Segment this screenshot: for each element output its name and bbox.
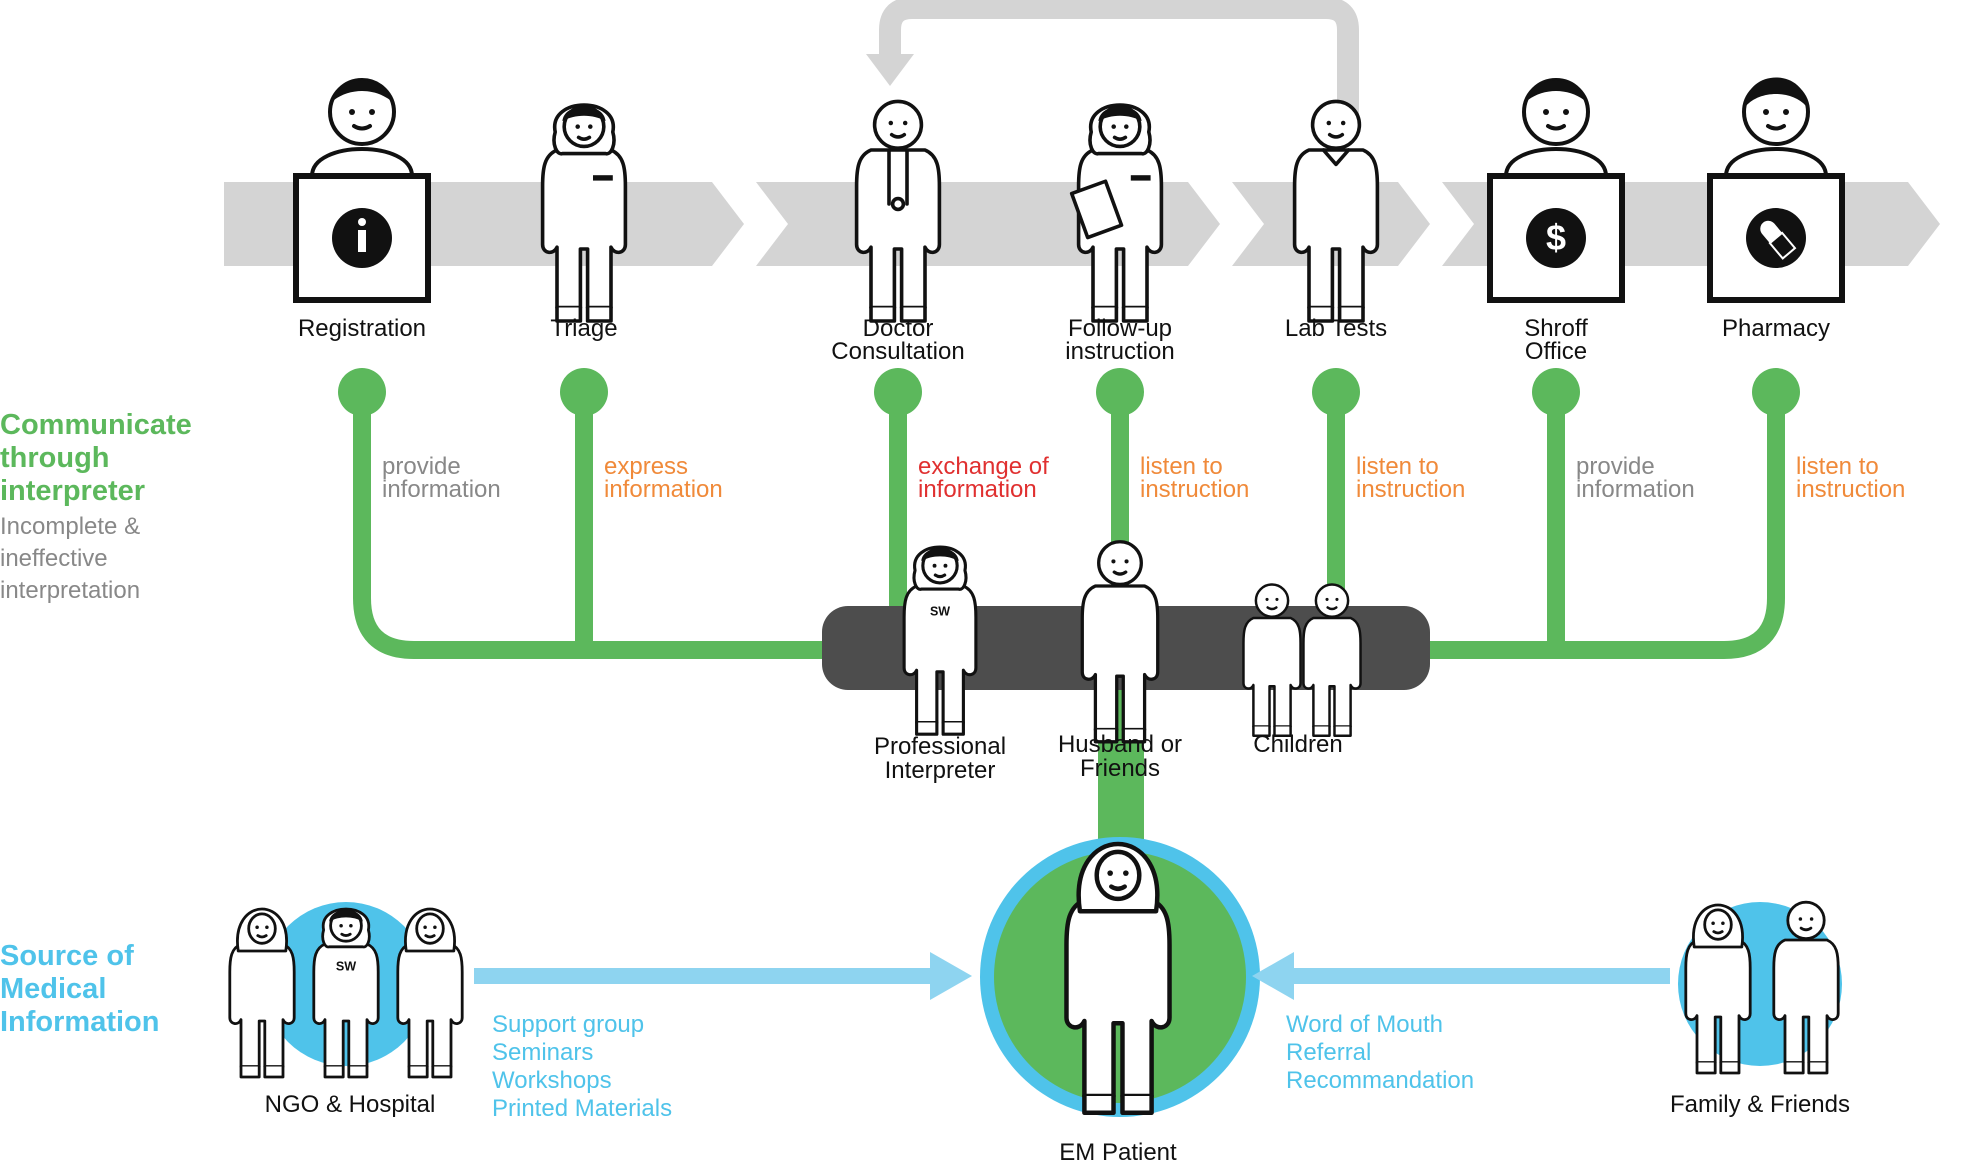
green-node	[1312, 368, 1360, 416]
station-communication: provide	[1576, 453, 1655, 480]
station-label: Pharmacy	[1722, 315, 1830, 342]
pill-icon	[1746, 208, 1806, 268]
interpreter-sw-badge: SW	[930, 605, 950, 619]
communicate-heading-line-1: Communicate	[0, 409, 192, 441]
family-channel-2: Referral	[1286, 1039, 1371, 1066]
station-figure	[854, 99, 942, 323]
children-label: Children	[1253, 731, 1342, 758]
source-heading: Source of Medical Information	[0, 940, 160, 1038]
station-label: Consultation	[831, 338, 964, 365]
communicate-heading-line-2: through	[0, 442, 110, 474]
green-node	[1532, 368, 1580, 416]
husband-label-2: Friends	[1080, 755, 1160, 782]
station-communication: information	[382, 476, 501, 503]
station-communication: exchange of	[918, 453, 1049, 480]
communicate-heading-line-3: interpreter	[0, 475, 145, 507]
communicate-subtext-line-1: Incomplete &	[0, 513, 140, 540]
station-communication: information	[604, 476, 723, 503]
info-icon	[332, 208, 392, 268]
ngo-figure-social-worker: SW	[312, 907, 380, 1079]
station-label: instruction	[1065, 338, 1174, 365]
communication-lines	[338, 368, 1800, 659]
husband-label-1: Husband or	[1058, 731, 1182, 758]
station-communication: instruction	[1140, 476, 1249, 503]
station-figure	[1292, 99, 1380, 323]
station-communication: listen to	[1140, 453, 1223, 480]
doctor-icon	[887, 148, 909, 212]
communicate-subtext-line-2: ineffective	[0, 545, 108, 572]
family-channel-3: Recommandation	[1286, 1067, 1474, 1094]
station-label: Doctor	[863, 315, 934, 342]
family-channel-1: Word of Mouth	[1286, 1011, 1443, 1038]
patient-label: EM Patient	[1059, 1139, 1177, 1166]
source-heading-line-2: Medical	[0, 973, 106, 1005]
communicate-heading: Communicate through interpreter Incomple…	[0, 409, 192, 604]
source-heading-line-1: Source of	[0, 940, 134, 972]
source-heading-line-3: Information	[0, 1006, 160, 1038]
family-arrowhead	[1252, 952, 1294, 1000]
ngo-figure-left	[228, 907, 296, 1079]
ngo-figure-right	[396, 907, 464, 1079]
communicate-subtext-line-3: interpretation	[0, 577, 140, 604]
station-label: Follow-up	[1068, 315, 1172, 342]
station-label: Registration	[298, 315, 426, 342]
green-node	[1752, 368, 1800, 416]
station-communication: provide	[382, 453, 461, 480]
station-figures: $	[293, 77, 1845, 323]
station-figure	[540, 103, 628, 323]
family-label: Family & Friends	[1670, 1091, 1850, 1118]
green-line-left	[353, 383, 839, 659]
green-node	[338, 368, 386, 416]
station-figure	[293, 78, 431, 303]
station-communication: information	[1576, 476, 1695, 503]
family-channels: Word of Mouth Referral Recommandation	[1286, 1011, 1474, 1094]
ngo-label: NGO & Hospital	[265, 1091, 436, 1118]
feedback-arrow	[879, 0, 1359, 118]
green-node	[1096, 368, 1144, 416]
station-label: Lab Tests	[1285, 315, 1387, 342]
nurse-icon	[593, 175, 613, 181]
technician-icon	[1321, 148, 1351, 167]
family-arrow-shaft	[1290, 968, 1670, 984]
green-node	[560, 368, 608, 416]
ngo-arrow-shaft	[474, 968, 934, 984]
dollar-icon: $	[1526, 208, 1586, 268]
station-label: Shroff	[1524, 315, 1588, 342]
station-communication: instruction	[1356, 476, 1465, 503]
ngo-channel-2: Seminars	[492, 1039, 593, 1066]
ngo-arrowhead	[930, 952, 972, 1000]
professional-interpreter-label-2: Interpreter	[885, 757, 996, 784]
station-communication: listen to	[1356, 453, 1439, 480]
station-communication: express	[604, 453, 688, 480]
green-line-right	[1411, 383, 1785, 659]
ngo-channels: Support group Seminars Workshops Printed…	[492, 1011, 672, 1122]
station-communication: listen to	[1796, 453, 1879, 480]
station-figure: $	[1487, 78, 1625, 303]
nurse-clipboard-icon	[1069, 175, 1151, 240]
ngo-channel-4: Printed Materials	[492, 1095, 672, 1122]
station-communication: instruction	[1796, 476, 1905, 503]
professional-interpreter-label-1: Professional	[874, 733, 1006, 760]
feedback-arrowhead	[866, 54, 914, 86]
station-label: Triage	[550, 315, 617, 342]
ngo-channel-1: Support group	[492, 1011, 644, 1038]
station-figure	[1069, 103, 1164, 323]
professional-interpreter-figure: SW	[902, 545, 978, 736]
ngo-channel-3: Workshops	[492, 1067, 612, 1094]
green-node	[874, 368, 922, 416]
station-figure	[1707, 77, 1845, 303]
station-label: Office	[1525, 338, 1587, 365]
station-communication: information	[918, 476, 1037, 503]
station-labels: RegistrationprovideinformationTriageexpr…	[298, 315, 1905, 503]
svg-text:$: $	[1546, 217, 1566, 258]
ngo-sw-badge: SW	[336, 960, 356, 974]
